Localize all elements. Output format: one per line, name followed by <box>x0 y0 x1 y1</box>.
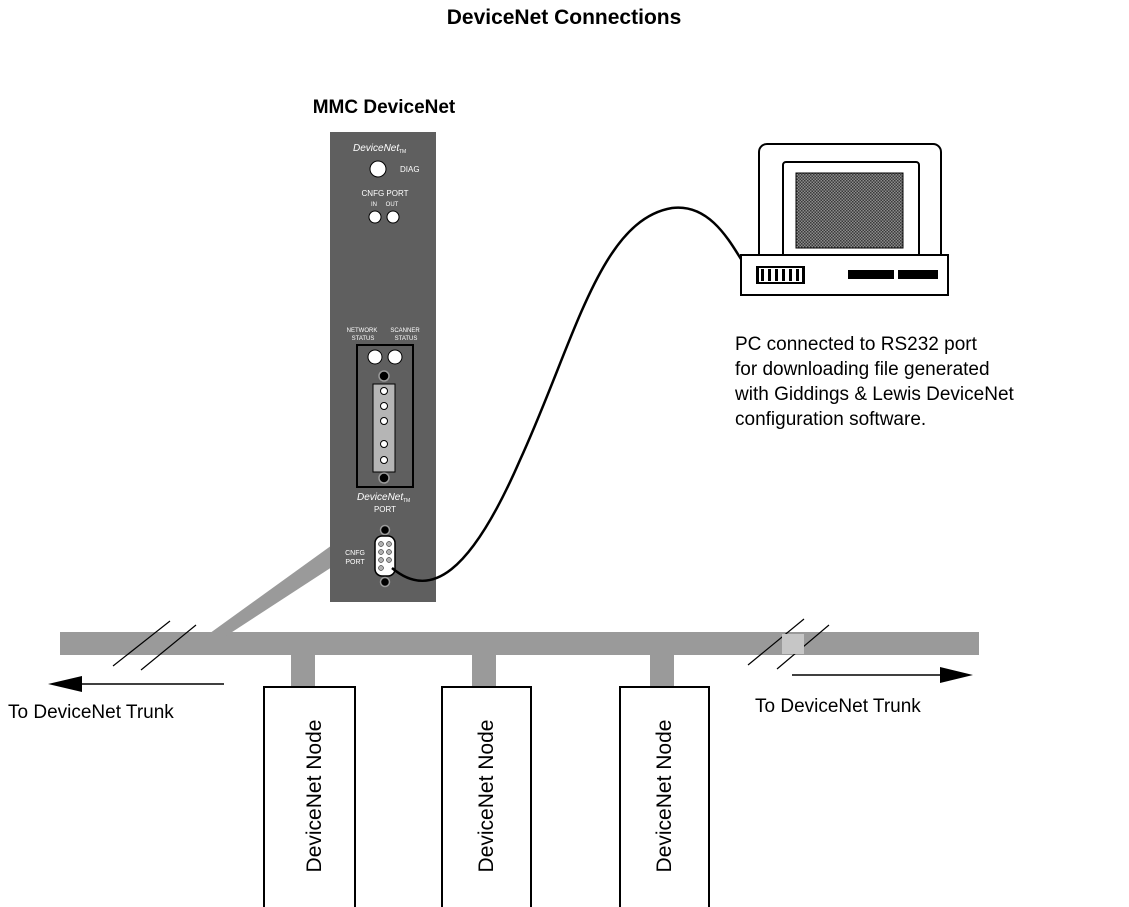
connector-screw-bottom <box>378 472 390 484</box>
connector-pin-2 <box>380 402 388 410</box>
trunk-break-left <box>112 620 197 671</box>
diagram-title: DeviceNet Connections <box>447 6 682 29</box>
network-status-led <box>367 349 383 365</box>
pc-caption-line-3: with Giddings & Lewis DeviceNet <box>734 384 1015 405</box>
connector-pin-3 <box>380 417 388 425</box>
devicenet-connector <box>372 383 396 473</box>
node-label: DeviceNet Node <box>303 720 326 873</box>
connector-pin-1 <box>380 387 388 395</box>
pc-drive-slot <box>756 266 805 284</box>
scanner-status-led <box>387 349 403 365</box>
node-stub-1 <box>291 654 315 687</box>
diag-label: DIAG <box>400 165 420 174</box>
scanner-label-1: SCANNER <box>390 328 420 334</box>
mmc-devicenet-module: DeviceNet TM DIAG CNFG PORT IN OUT NETWO… <box>330 132 436 602</box>
cnfg-port-label-1: CNFG <box>345 550 365 557</box>
cnfg-screw-bottom <box>379 576 391 588</box>
cnfg-port-label-2: PORT <box>345 559 365 566</box>
module-brand-top-tm: TM <box>399 149 406 155</box>
connector-pin-4 <box>380 440 388 448</box>
module-label: MMC DeviceNet <box>313 97 456 118</box>
module-brand-top: DeviceNet <box>353 143 400 154</box>
port-label: PORT <box>374 505 396 514</box>
in-label: IN <box>371 202 377 208</box>
network-label-2: STATUS <box>352 336 375 342</box>
network-label-1: NETWORK <box>347 328 378 334</box>
scanner-label-2: STATUS <box>395 336 418 342</box>
rs232-port <box>374 535 396 577</box>
cnfg-in-port <box>368 210 382 224</box>
node-label: DeviceNet Node <box>475 720 498 873</box>
pc-caption-line-2: for downloading file generated <box>735 359 990 380</box>
trunk-label-right: To DeviceNet Trunk <box>755 696 921 717</box>
module-brand-bottom: DeviceNet <box>357 492 404 503</box>
pc-slot-1 <box>848 270 894 279</box>
node-stub-2 <box>472 654 496 687</box>
node-stub-3 <box>650 654 674 687</box>
arrow-right <box>792 667 973 683</box>
pc-slot-2 <box>898 270 938 279</box>
pc-computer <box>740 143 949 296</box>
devicenet-node-3: DeviceNet Node <box>619 686 710 907</box>
cnfg-port-top-label: CNFG PORT <box>362 189 409 198</box>
connector-pin-5 <box>380 456 388 464</box>
devicenet-node-1: DeviceNet Node <box>263 686 356 907</box>
connector-screw-top <box>378 370 390 382</box>
pc-caption-line-1: PC connected to RS232 port <box>735 334 978 355</box>
devicenet-node-2: DeviceNet Node <box>441 686 532 907</box>
cnfg-out-port <box>386 210 400 224</box>
pc-caption: PC connected to RS232 port for downloadi… <box>734 334 1015 430</box>
rs232-pins <box>378 541 392 571</box>
rs232-cable <box>391 206 748 583</box>
node-label: DeviceNet Node <box>653 720 676 873</box>
cnfg-screw-top <box>379 524 391 536</box>
pc-caption-line-4: configuration software. <box>735 409 926 430</box>
trunk-label-left: To DeviceNet Trunk <box>8 702 174 723</box>
module-brand-bottom-tm: TM <box>403 498 410 504</box>
diag-led <box>369 160 387 178</box>
arrow-left <box>48 676 224 692</box>
out-label: OUT <box>386 202 399 208</box>
trunk-line <box>60 632 979 655</box>
pc-screen <box>795 172 904 249</box>
